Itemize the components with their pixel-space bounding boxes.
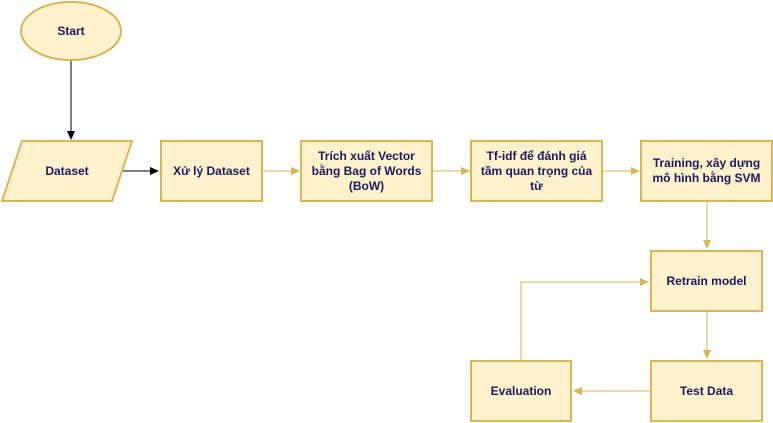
dataset-node-shape[interactable] bbox=[0, 140, 134, 202]
edge-evaluation-retrain bbox=[520, 278, 649, 360]
start-node-label[interactable]: Start bbox=[57, 23, 85, 38]
evaluation-node-shape[interactable] bbox=[470, 360, 572, 422]
retrain-node-label[interactable]: Retrain model bbox=[666, 273, 747, 288]
test-data-node-label[interactable]: Test Data bbox=[679, 383, 734, 398]
dataset-node-label[interactable]: Dataset bbox=[45, 163, 89, 178]
tfidf-node-shape[interactable] bbox=[470, 140, 603, 202]
bow-extract-node-label[interactable]: Trích xuất Vector bằng Bag of Words (BoW… bbox=[311, 148, 422, 193]
process-dataset-node-shape[interactable] bbox=[160, 140, 263, 202]
retrain-node-shape[interactable] bbox=[650, 250, 763, 312]
evaluation-node-label[interactable]: Evaluation bbox=[490, 383, 552, 398]
process-dataset-node-label[interactable]: Xử lý Dataset bbox=[173, 163, 250, 178]
bow-extract-node-shape[interactable] bbox=[300, 140, 433, 202]
tfidf-node-label[interactable]: Tf-idf để đánh giá tầm quan trọng của từ bbox=[480, 148, 593, 193]
training-svm-node-label[interactable]: Training, xây dựng mô hình bằng SVM bbox=[652, 156, 761, 185]
training-svm-node-shape[interactable] bbox=[640, 140, 773, 202]
start-node-shape[interactable] bbox=[20, 1, 122, 61]
test-data-node-shape[interactable] bbox=[650, 360, 763, 422]
